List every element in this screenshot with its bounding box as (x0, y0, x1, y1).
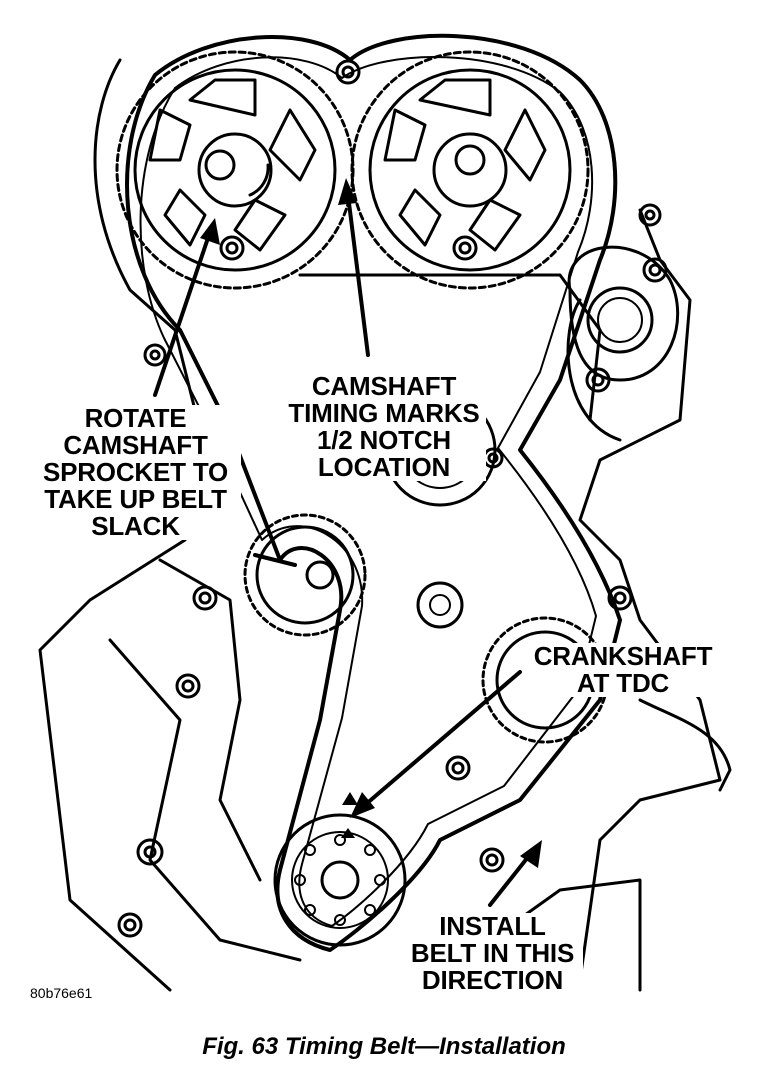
left-camshaft-sprocket (115, 50, 355, 290)
camshaft-marks-line-2: TIMING MARKS (288, 398, 480, 428)
install-line-1: INSTALL (439, 911, 546, 941)
crankshaft-line-2: AT TDC (576, 668, 670, 698)
rotate-line-5: SLACK (91, 511, 180, 541)
lower-sprocket (273, 813, 407, 947)
right-camshaft-sprocket (350, 50, 590, 290)
timing-marks (341, 792, 358, 838)
figure-caption: Fig. 63 Timing Belt—Installation (202, 1033, 566, 1060)
install-belt-label: INSTALL BELT IN THIS DIRECTION (402, 913, 583, 994)
mounting-bolts (117, 59, 668, 938)
install-line-2: BELT IN THIS (410, 938, 575, 968)
rotate-line-3: SPROCKET TO (42, 457, 229, 487)
rotate-line-1: ROTATE (84, 403, 187, 433)
camshaft-marks-line-1: CAMSHAFT (311, 371, 457, 401)
image-code: 80b76e61 (30, 985, 93, 1001)
rotate-camshaft-label: ROTATE CAMSHAFT SPROCKET TO TAKE UP BELT… (30, 405, 241, 540)
timing-belt-diagram (38, 33, 732, 992)
timing-belt (125, 33, 622, 952)
camshaft-marks-line-4: LOCATION (317, 452, 451, 482)
tensioner-pulley (243, 513, 367, 637)
rotate-line-4: TAKE UP BELT (44, 484, 227, 514)
install-line-3: DIRECTION (421, 965, 564, 995)
camshaft-timing-marks-label: CAMSHAFT TIMING MARKS 1/2 NOTCH LOCATION (282, 373, 486, 481)
callout-arrows (153, 178, 542, 907)
camshaft-marks-line-3: 1/2 NOTCH (316, 425, 451, 455)
crankshaft-tdc-label: CRANKSHAFT AT TDC (522, 643, 724, 697)
rotate-line-2: CAMSHAFT (63, 430, 208, 460)
crankshaft-line-1: CRANKSHAFT (533, 641, 713, 671)
water-pump (567, 245, 680, 382)
